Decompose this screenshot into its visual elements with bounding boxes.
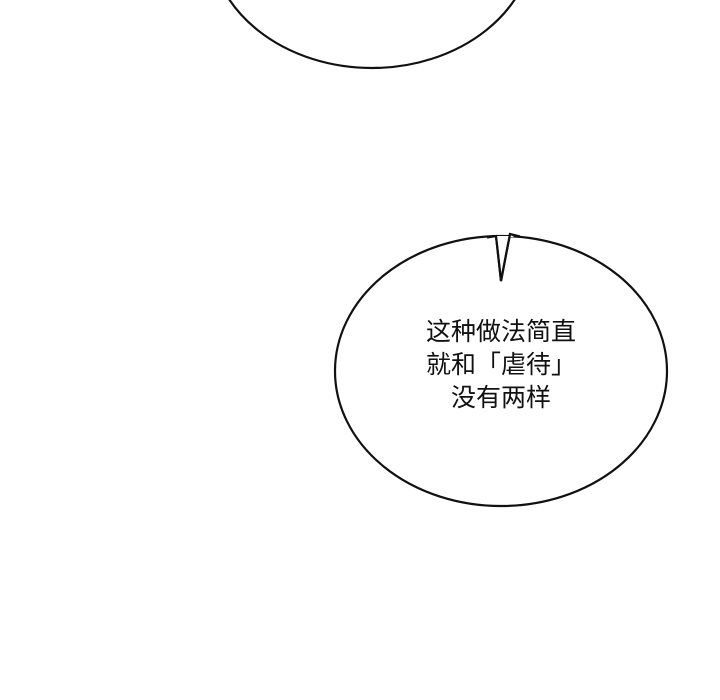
- speech-line-1: 这种做法简直: [425, 317, 576, 346]
- speech-bubble: [333, 232, 669, 508]
- top-speech-bubble: [228, 0, 516, 70]
- speech-line-3: 没有两样: [450, 383, 551, 412]
- speech-bubble-text: 这种做法简直 就和「虐待」 没有两样: [401, 315, 601, 414]
- speech-line-2: 就和「虐待」: [425, 350, 576, 379]
